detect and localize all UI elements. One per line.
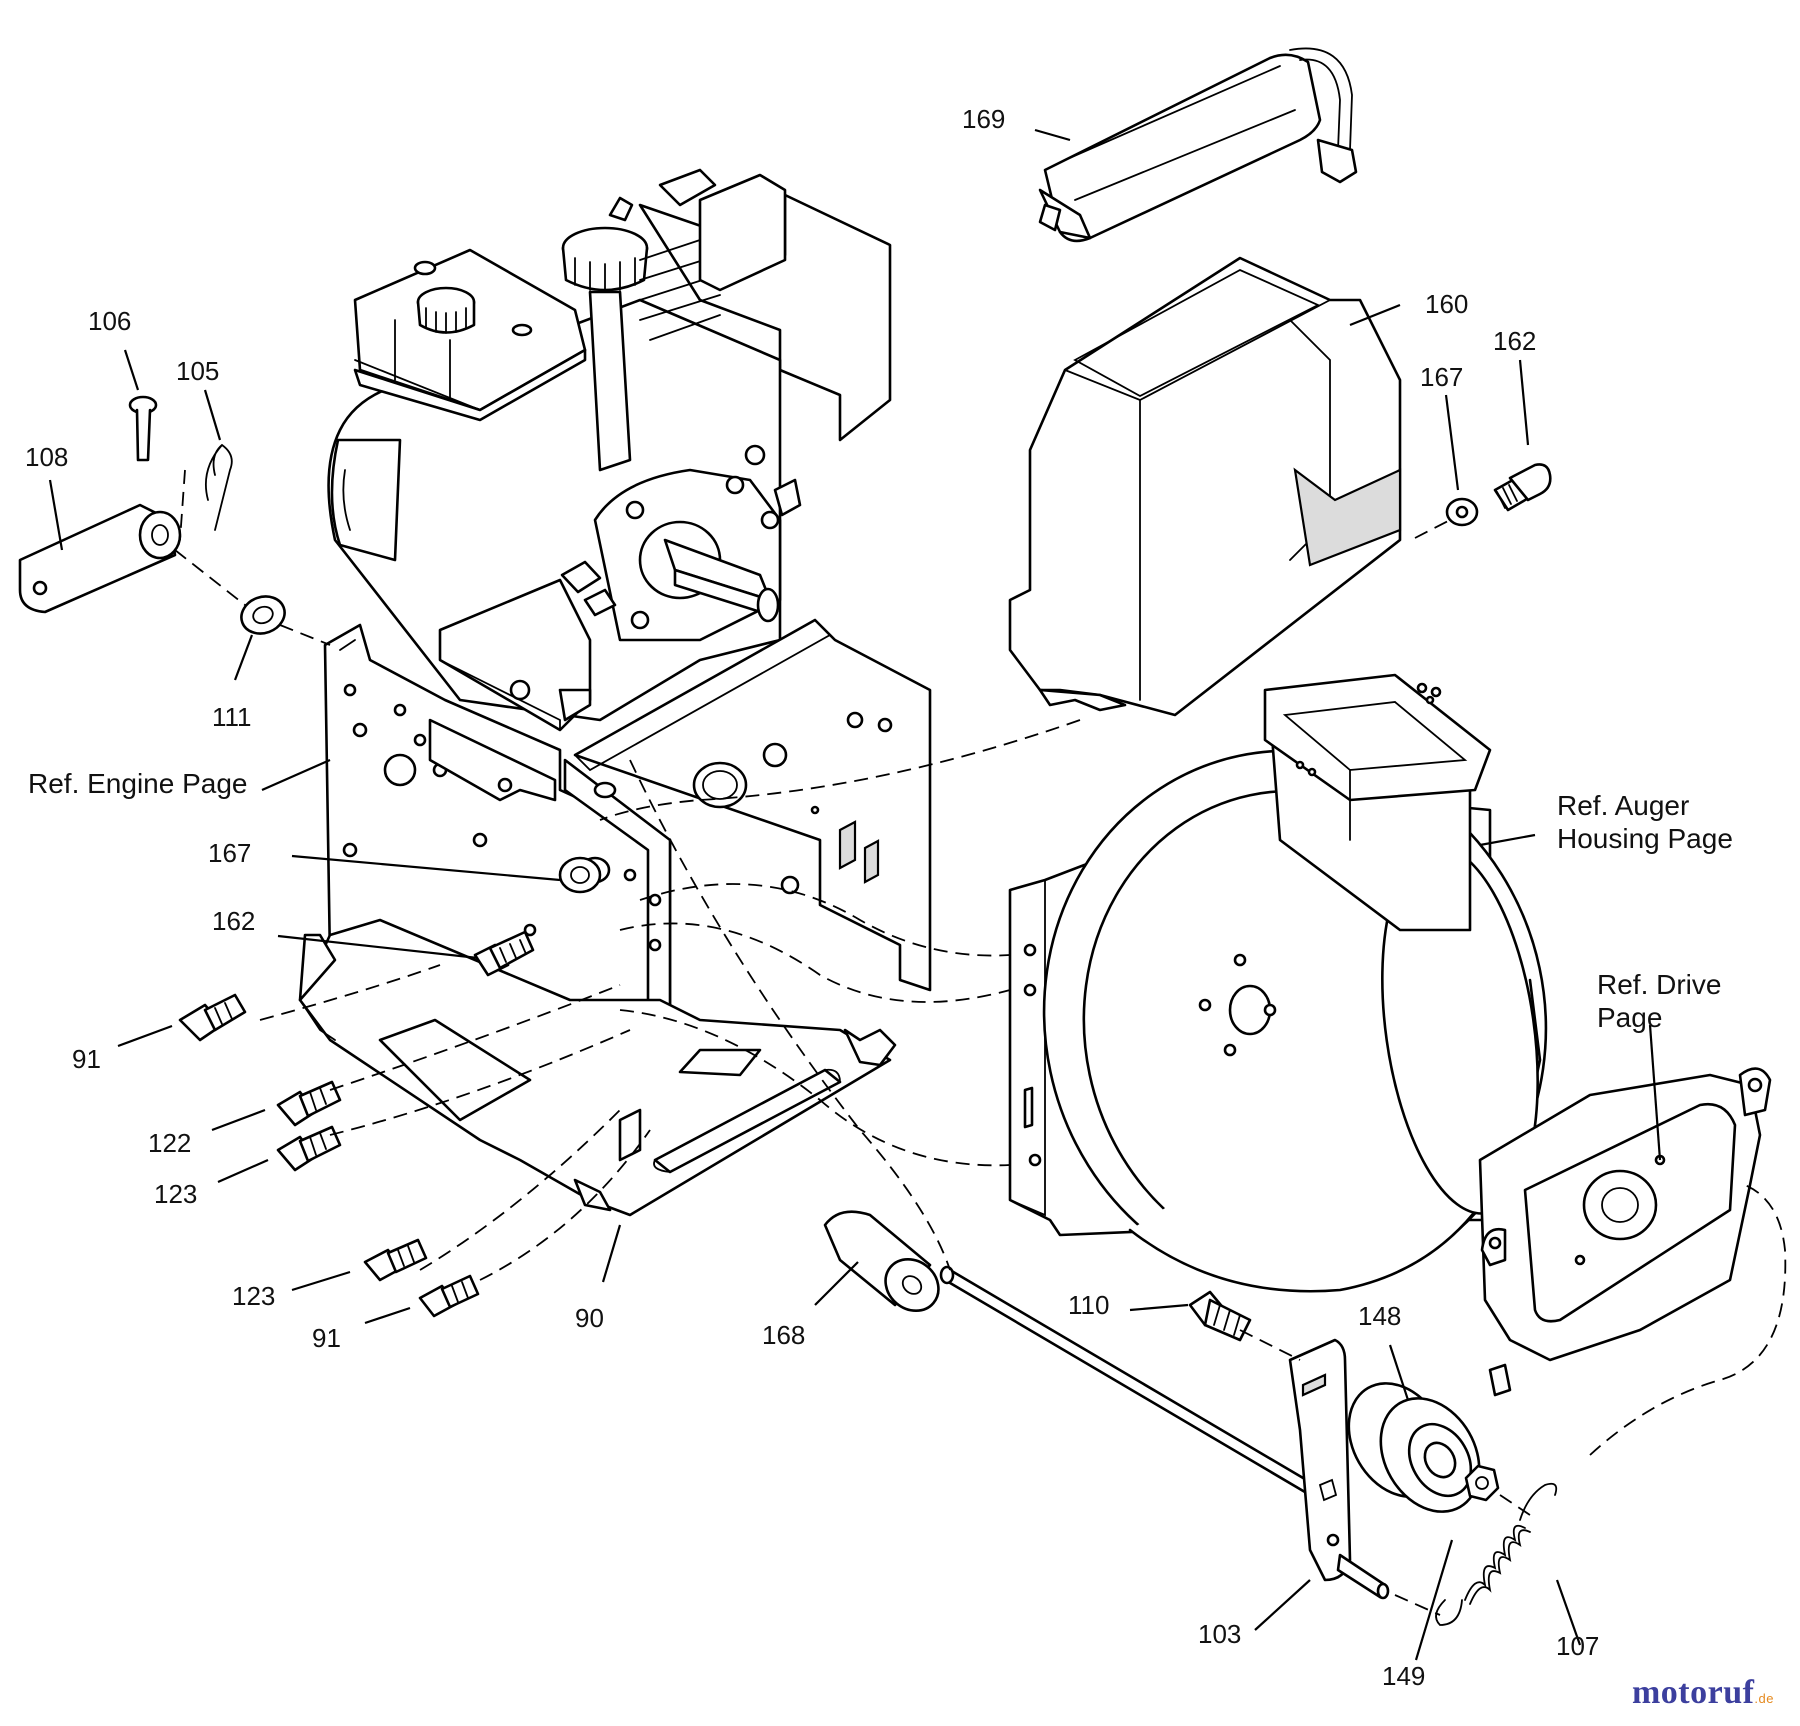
- ref-engine-page: Ref. Engine Page: [28, 768, 248, 799]
- part-169-cover: [1038, 47, 1358, 243]
- part-107-spring: [1435, 1482, 1558, 1626]
- ref-drive-line2: Page: [1597, 1002, 1662, 1033]
- callout-168: 168: [762, 1320, 805, 1350]
- callout-91-upper: 91: [72, 1044, 101, 1074]
- callout-149: 149: [1382, 1661, 1425, 1691]
- callout-108: 108: [25, 442, 68, 472]
- assembly-dashed-lines: [174, 469, 1787, 1616]
- engine-assembly: [327, 168, 892, 732]
- brand-watermark: motoruf.de: [1632, 1674, 1774, 1712]
- cooling-fins: [639, 168, 787, 341]
- callout-123-lower: 123: [232, 1281, 275, 1311]
- callout-148: 148: [1358, 1301, 1401, 1331]
- callout-162-left: 162: [212, 906, 255, 936]
- callout-111: 111: [212, 702, 252, 732]
- callout-90: 90: [575, 1303, 604, 1333]
- callout-107: 107: [1556, 1631, 1599, 1661]
- ref-auger-line1: Ref. Auger: [1557, 790, 1689, 821]
- callout-162-right: 162: [1493, 326, 1536, 356]
- leader-lines: [48, 128, 1662, 1661]
- callout-167-right: 167: [1420, 362, 1463, 392]
- callout-167-left: 167: [208, 838, 251, 868]
- callout-106: 106: [88, 306, 131, 336]
- hardware-right-bolt-washer: [1414, 463, 1552, 539]
- auger-housing: [1008, 673, 1548, 1293]
- reference-labels: Ref. Engine Page Ref. Auger Housing Page…: [28, 768, 1733, 1033]
- part-160-belt-cover: [1008, 256, 1402, 717]
- callout-160: 160: [1425, 289, 1468, 319]
- part-90-base-plate: [298, 918, 897, 1217]
- brand-name: motoruf: [1631, 1674, 1755, 1711]
- callout-103: 103: [1198, 1619, 1241, 1649]
- callout-91-lower: 91: [312, 1323, 341, 1353]
- part-168-spacer: [823, 1210, 940, 1313]
- callout-110: 110: [1068, 1290, 1109, 1320]
- ref-auger-line2: Housing Page: [1557, 823, 1733, 854]
- brand-tld: .de: [1754, 1691, 1774, 1706]
- callout-105: 105: [176, 356, 219, 386]
- callout-122: 122: [148, 1128, 191, 1158]
- left-hardware: [18, 395, 602, 1318]
- drive-bracket: [1478, 1067, 1772, 1397]
- ref-drive-line1: Ref. Drive: [1597, 969, 1721, 1000]
- callout-123-upper: 123: [154, 1179, 197, 1209]
- callout-labels: 169 160 162 167 106 105 108 111 167 162 …: [25, 104, 1599, 1691]
- callout-169: 169: [962, 104, 1005, 134]
- idler-assembly: [939, 1265, 1500, 1600]
